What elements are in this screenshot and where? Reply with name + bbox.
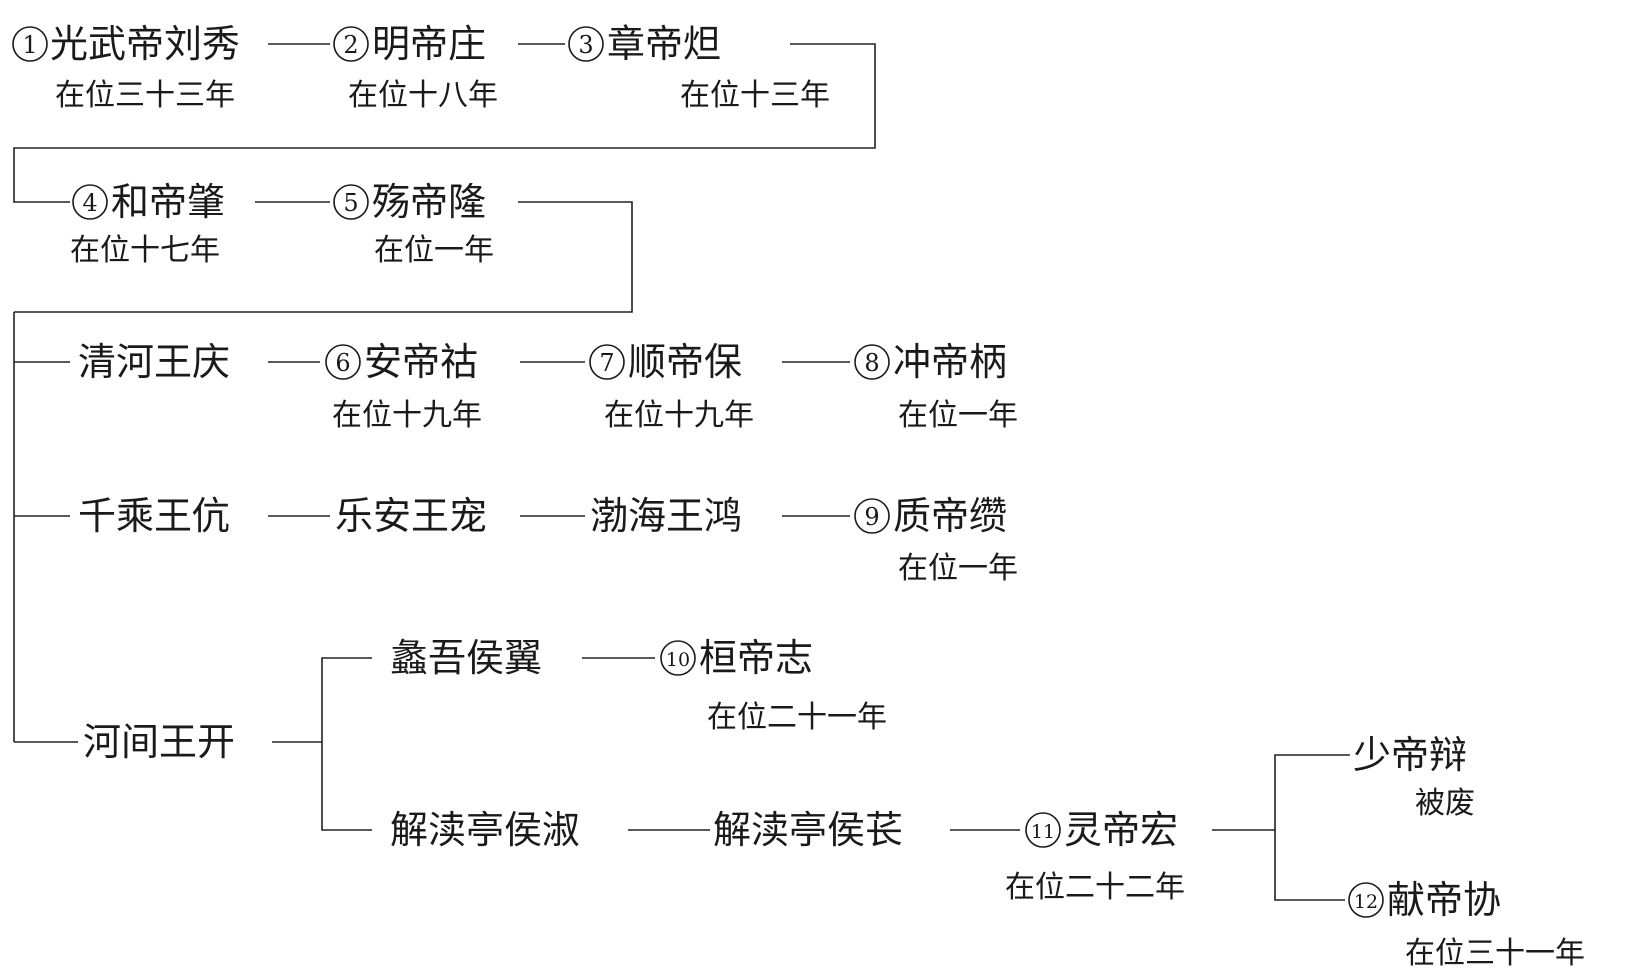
node-name: 解渎亭侯苌 xyxy=(713,808,903,852)
node-reign: 在位一年 xyxy=(898,398,1018,433)
node-shun: 7 顺帝保 在位十九年 xyxy=(589,340,754,433)
number-badge xyxy=(1348,882,1384,918)
node-name: 光武帝刘秀 xyxy=(50,22,240,66)
node-bohai: 渤海王鸿 xyxy=(590,494,742,538)
node-ling: 11 灵帝宏 在位二十二年 xyxy=(1005,808,1185,905)
node-huan: 10 桓帝志 在位二十一年 xyxy=(660,636,887,735)
node-name: 桓帝志 xyxy=(699,636,813,680)
node-zhi: 9 质帝缵 在位一年 xyxy=(854,494,1018,586)
node-qinghe: 清河王庆 xyxy=(78,340,230,384)
node-hejian: 河间王开 xyxy=(83,720,235,764)
node-name: 和帝肇 xyxy=(111,180,225,224)
node-an: 6 安帝祜 在位十九年 xyxy=(325,340,482,433)
node-name: 少帝辩 xyxy=(1353,733,1467,777)
node-number: 9 xyxy=(864,503,879,531)
node-name: 质帝缵 xyxy=(893,494,1007,538)
node-name: 章帝炟 xyxy=(607,22,721,66)
node-number: 8 xyxy=(864,349,879,377)
node-name: 乐安王宠 xyxy=(335,494,487,538)
node-shao: 少帝辩 被废 xyxy=(1353,733,1475,821)
number-badge xyxy=(1025,812,1061,848)
node-zhang: 3 章帝炟 在位十三年 xyxy=(568,22,830,113)
node-name: 顺帝保 xyxy=(628,340,742,384)
node-number: 10 xyxy=(666,649,690,671)
number-badge xyxy=(854,344,890,380)
node-name: 献帝协 xyxy=(1387,878,1501,922)
node-number: 7 xyxy=(599,349,614,377)
node-number: 11 xyxy=(1031,821,1055,843)
node-reign: 在位十七年 xyxy=(70,233,220,268)
node-jiedu-shu: 解渎亭侯淑 xyxy=(390,808,580,852)
node-reign: 在位三十一年 xyxy=(1405,936,1585,971)
node-reign: 在位十八年 xyxy=(348,78,498,113)
node-reign: 被废 xyxy=(1415,786,1475,821)
node-reign: 在位一年 xyxy=(898,551,1018,586)
node-jiedu-chang: 解渎亭侯苌 xyxy=(713,808,903,852)
node-qiancheng: 千乘王伉 xyxy=(78,494,230,538)
number-badge xyxy=(568,26,604,62)
node-name: 殇帝隆 xyxy=(372,180,486,224)
node-name: 河间王开 xyxy=(83,720,235,764)
node-name: 明帝庄 xyxy=(372,22,486,66)
connector-lines xyxy=(13,43,1350,901)
node-number: 1 xyxy=(22,31,37,59)
node-name: 渤海王鸿 xyxy=(590,494,742,538)
node-reign: 在位一年 xyxy=(374,233,494,268)
node-name: 冲帝柄 xyxy=(893,340,1007,384)
node-name: 解渎亭侯淑 xyxy=(390,808,580,852)
node-number: 6 xyxy=(335,349,350,377)
node-name: 蠡吾侯翼 xyxy=(390,636,542,680)
number-badge xyxy=(325,344,361,380)
node-xian: 12 献帝协 在位三十一年 xyxy=(1348,878,1585,971)
number-badge xyxy=(333,184,369,220)
node-chong: 8 冲帝柄 在位一年 xyxy=(854,340,1018,433)
node-name: 灵帝宏 xyxy=(1064,808,1178,852)
node-number: 12 xyxy=(1354,891,1378,913)
node-he: 4 和帝肇 在位十七年 xyxy=(70,180,225,268)
node-shang: 5 殇帝隆 在位一年 xyxy=(333,180,494,268)
node-number: 4 xyxy=(82,189,97,217)
node-reign: 在位三十三年 xyxy=(55,78,235,113)
number-badge xyxy=(333,26,369,62)
number-badge xyxy=(589,344,625,380)
node-reign: 在位十三年 xyxy=(680,78,830,113)
node-ming: 2 明帝庄 在位十八年 xyxy=(333,22,498,113)
number-badge xyxy=(12,26,48,62)
node-guangwu: 1 光武帝刘秀 在位三十三年 xyxy=(12,22,240,113)
node-reign: 在位二十二年 xyxy=(1005,870,1185,905)
number-badge xyxy=(854,498,890,534)
node-lean: 乐安王宠 xyxy=(335,494,487,538)
node-reign: 在位十九年 xyxy=(604,398,754,433)
node-name: 千乘王伉 xyxy=(78,494,230,538)
node-name: 清河王庆 xyxy=(78,340,230,384)
node-number: 2 xyxy=(343,31,358,59)
number-badge xyxy=(72,184,108,220)
node-reign: 在位十九年 xyxy=(332,398,482,433)
number-badge xyxy=(660,640,696,676)
node-name: 安帝祜 xyxy=(364,340,478,384)
node-number: 5 xyxy=(343,189,358,217)
node-reign: 在位二十一年 xyxy=(707,700,887,735)
node-liwu: 蠡吾侯翼 xyxy=(390,636,542,680)
node-number: 3 xyxy=(578,31,593,59)
